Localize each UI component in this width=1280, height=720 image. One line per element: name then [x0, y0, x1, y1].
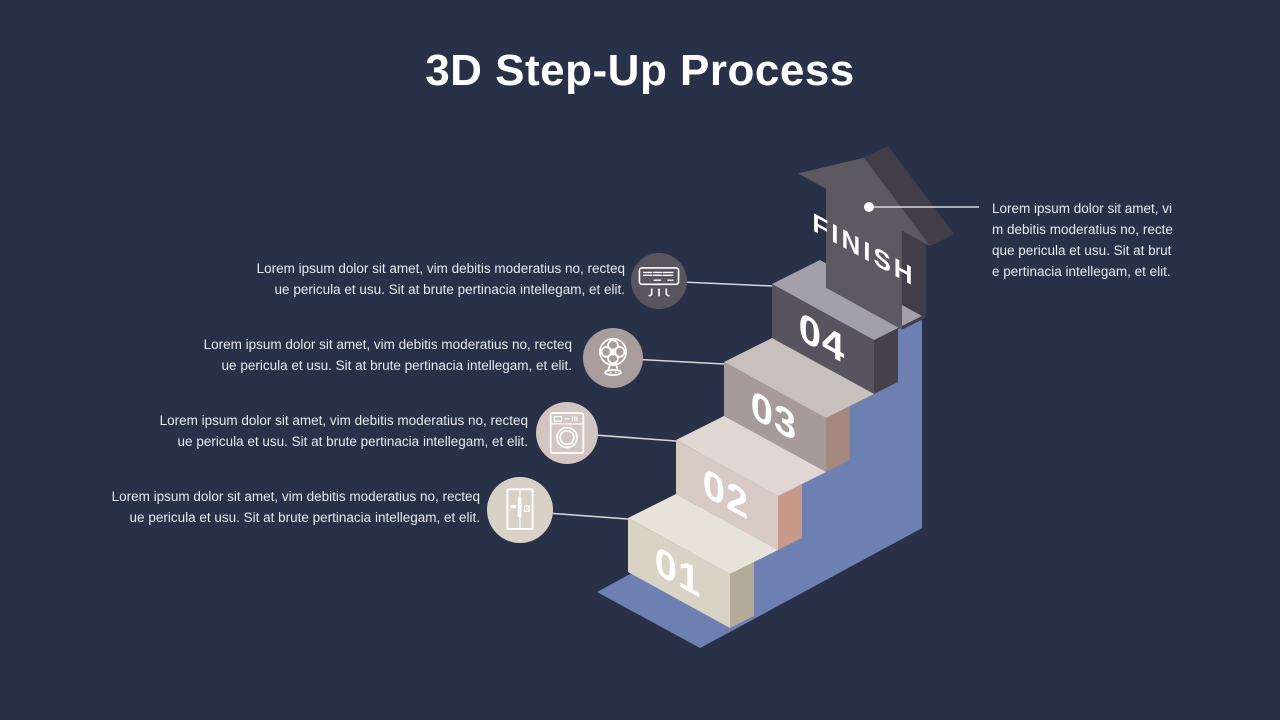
finish-arrow-body-side	[902, 218, 926, 330]
fan-icon	[599, 337, 627, 376]
step-02	[676, 416, 826, 550]
step-03	[724, 338, 874, 472]
platform-floor	[597, 472, 922, 648]
step-02-front	[676, 440, 778, 550]
step-03-side	[826, 406, 850, 472]
item-03-line-2: ue pericula et usu. Sit at brute pertina…	[221, 358, 572, 373]
item-03-description: Lorem ipsum dolor sit amet, vim debitis …	[102, 334, 572, 376]
item-01-line-2: ue pericula et usu. Sit at brute pertina…	[129, 510, 480, 525]
item-02-icon-circle	[536, 402, 598, 464]
air-conditioner-icon	[638, 267, 680, 297]
item-01-icon-circle	[487, 477, 553, 543]
item-04-line-1: Lorem ipsum dolor sit amet, vim debitis …	[256, 261, 625, 276]
page-title: 3D Step-Up Process	[425, 46, 855, 95]
finish-line-2: m debitis moderatius no, recte	[992, 222, 1173, 237]
step-04	[772, 260, 922, 394]
step-02-side	[778, 484, 802, 550]
item-01-description: Lorem ipsum dolor sit amet, vim debitis …	[10, 486, 480, 528]
item-04-description: Lorem ipsum dolor sit amet, vim debitis …	[155, 258, 625, 300]
item-03-icon-circle	[583, 328, 643, 388]
item-02-line-1: Lorem ipsum dolor sit amet, vim debitis …	[159, 413, 528, 428]
step-02-top	[676, 416, 826, 496]
finish-line-3: que pericula et usu. Sit at brut	[992, 243, 1172, 258]
item-01-line-1: Lorem ipsum dolor sit amet, vim debitis …	[111, 489, 480, 504]
step-01-top	[628, 494, 778, 574]
step-04-top	[772, 260, 922, 340]
step-04-front	[772, 284, 874, 394]
refrigerator-icon	[506, 488, 534, 530]
washing-machine-icon	[549, 412, 585, 454]
step-03-front	[724, 362, 826, 472]
item-03-line-1: Lorem ipsum dolor sit amet, vim debitis …	[203, 337, 572, 352]
finish-line-1: Lorem ipsum dolor sit amet, vi	[992, 201, 1173, 216]
item-04-icon-circle	[631, 253, 687, 309]
item-02-description: Lorem ipsum dolor sit amet, vim debitis …	[58, 410, 528, 452]
finish-arrow-front	[798, 157, 930, 330]
finish-line-4: e pertinacia intellegam, et elit.	[992, 264, 1171, 279]
finish-description: Lorem ipsum dolor sit amet, vi m debitis…	[992, 198, 1222, 282]
finish-arrow-head-side	[864, 145, 954, 246]
item-02-line-2: ue pericula et usu. Sit at brute pertina…	[177, 434, 528, 449]
step-03-top	[724, 338, 874, 418]
finish-arrow: FINISH	[798, 157, 930, 330]
step-01	[628, 494, 778, 628]
step-04-side	[874, 328, 898, 394]
step-01-side	[730, 562, 754, 628]
item-04-line-2: ue pericula et usu. Sit at brute pertina…	[274, 282, 625, 297]
step-01-front	[628, 518, 730, 628]
finish-connector-dot	[864, 202, 874, 212]
